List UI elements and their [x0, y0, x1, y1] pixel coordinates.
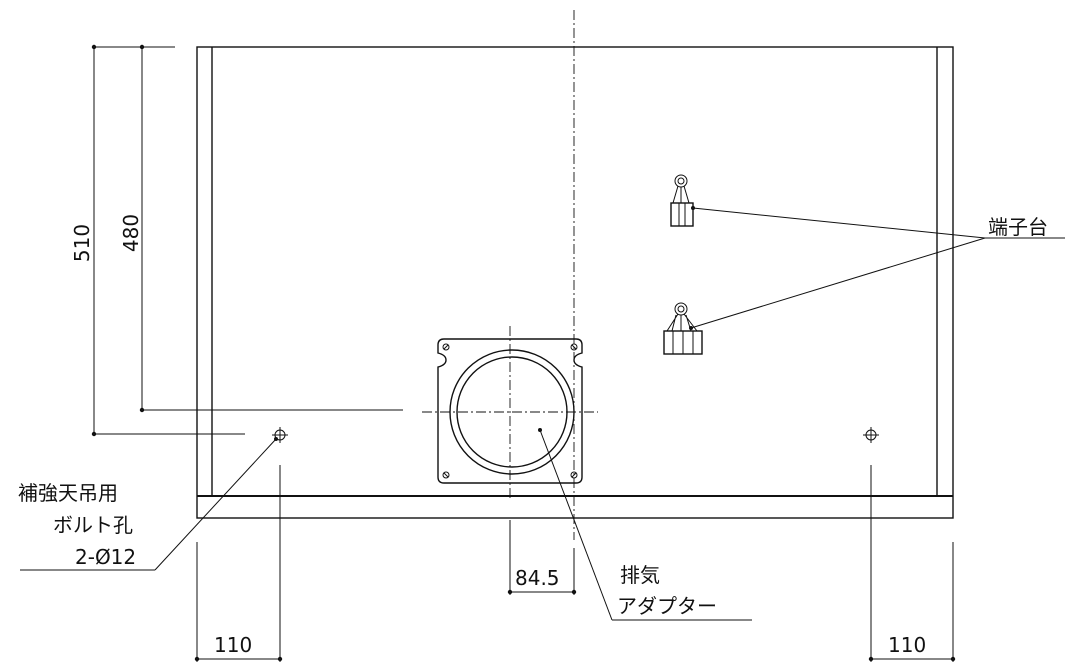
bolt-hole-label-line1: 補強天吊用 — [18, 481, 118, 505]
bolt-hole-label-line3: 2-Ø12 — [75, 545, 136, 569]
dimension-510 — [91, 44, 245, 437]
housing-outline — [196, 46, 954, 519]
bolt-hole-label-line2: ボルト孔 — [53, 513, 133, 537]
dimension-480-label: 480 — [119, 214, 143, 252]
dimension-510-label: 510 — [70, 224, 94, 262]
bolt-hole-left — [272, 427, 288, 443]
dimension-110-right-label: 110 — [888, 633, 926, 657]
exhaust-adapter-leader — [538, 428, 752, 621]
dimension-110-right — [868, 465, 956, 662]
dimension-480 — [139, 44, 403, 413]
exhaust-adapter-label-line1: 排気 — [620, 563, 660, 587]
terminal-block-upper — [670, 174, 694, 227]
terminal-block-leader — [689, 206, 1065, 330]
dimension-84-5 — [507, 520, 577, 595]
terminal-block-label: 端子台 — [988, 215, 1048, 239]
terminal-block-lower — [663, 302, 703, 355]
bolt-hole-leader — [20, 437, 278, 571]
bolt-hole-right — [863, 427, 879, 443]
dimension-84-5-label: 84.5 — [515, 566, 560, 590]
dimension-110-left — [194, 465, 283, 662]
exhaust-adapter — [422, 326, 598, 498]
exhaust-adapter-label-line2: アダプター — [617, 594, 717, 618]
dimension-110-left-label: 110 — [214, 633, 252, 657]
